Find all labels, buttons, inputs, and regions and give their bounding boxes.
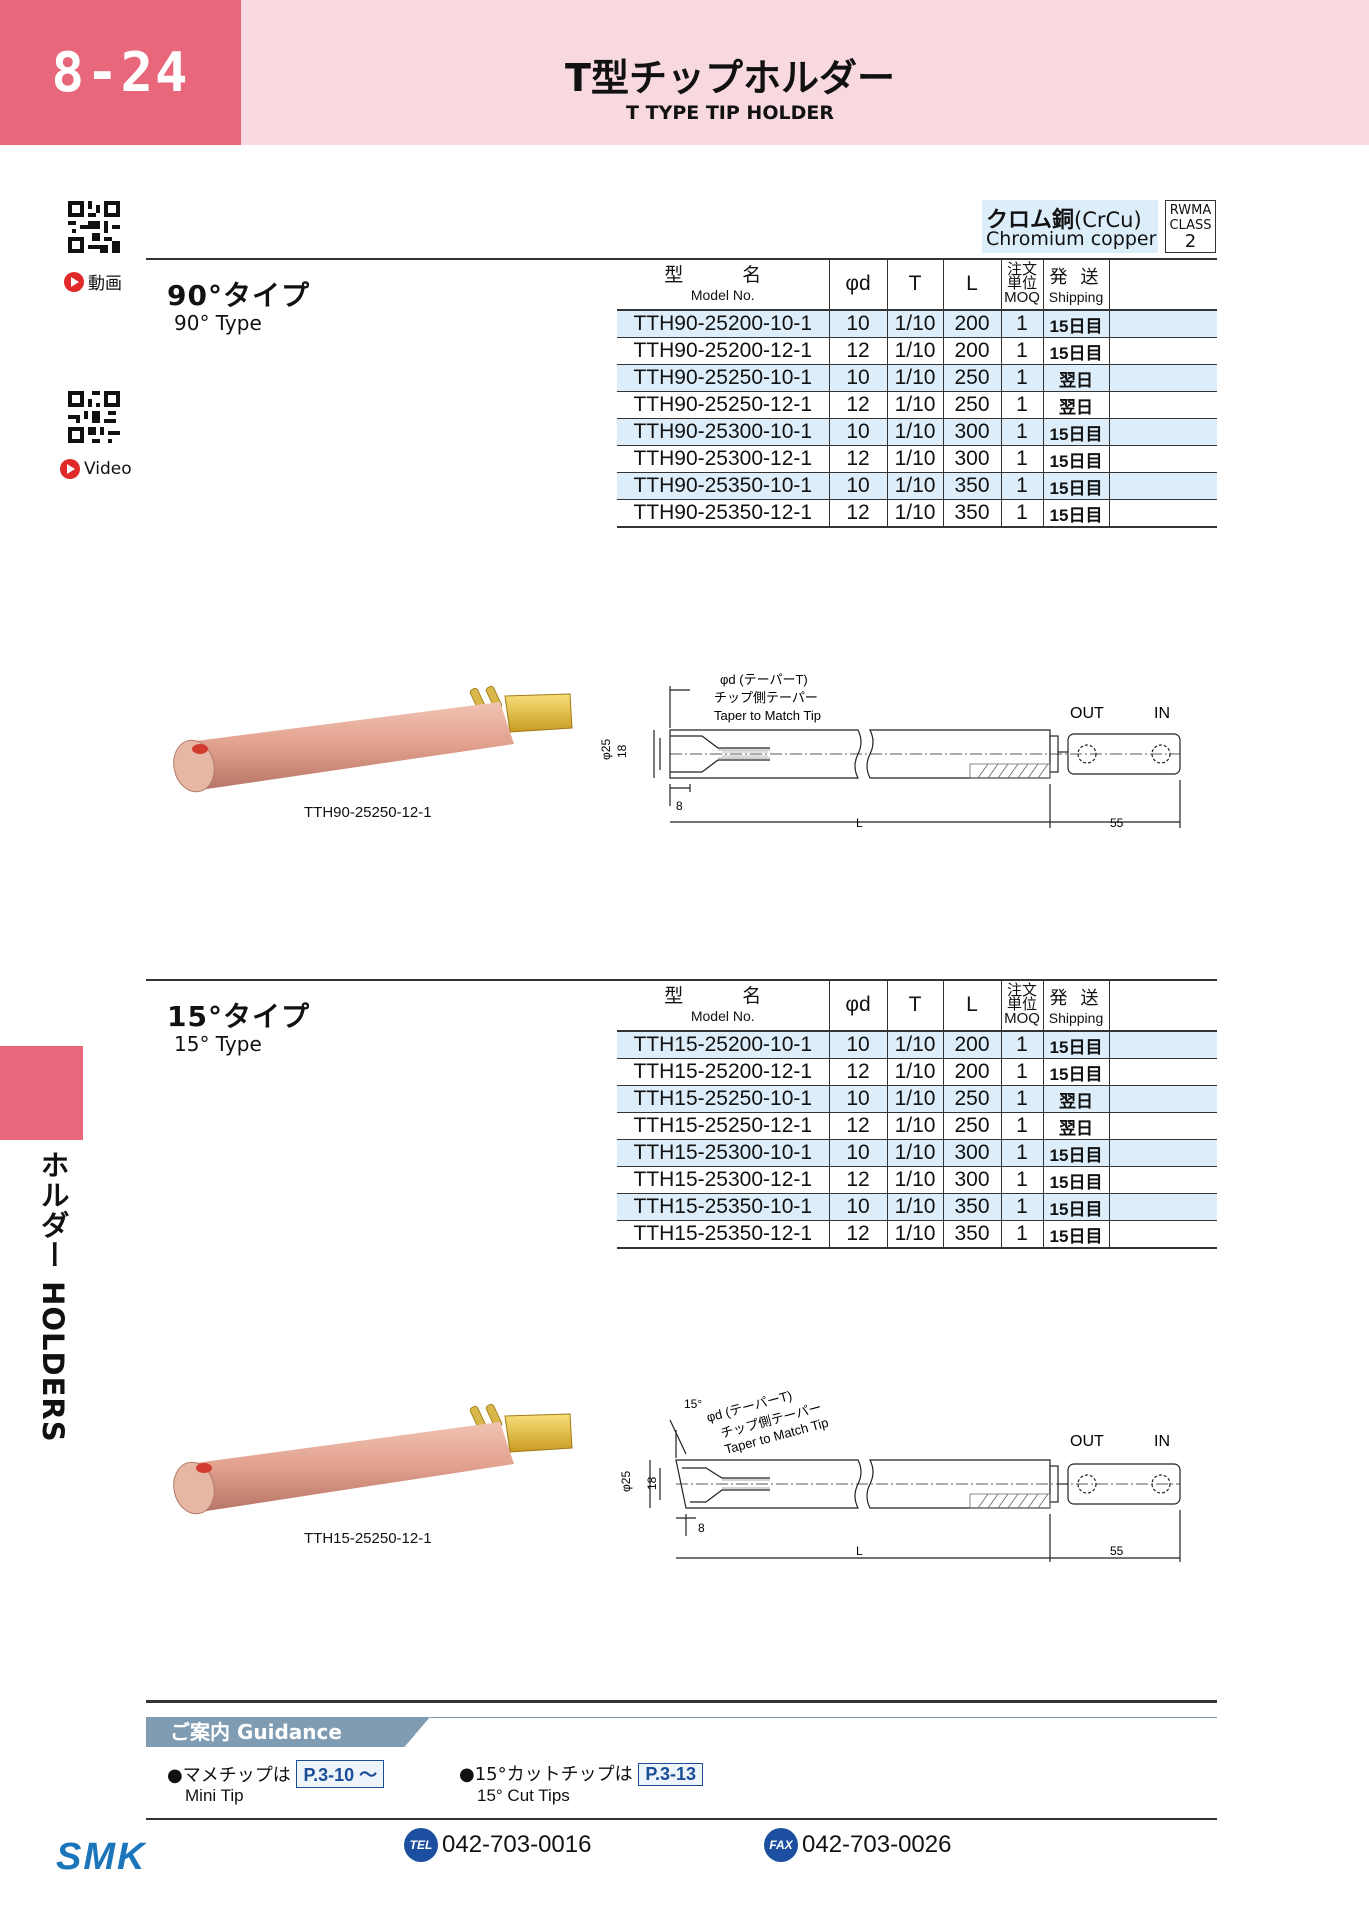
dim-l: L [856, 1544, 863, 1558]
video-link-en[interactable]: Video [60, 459, 132, 479]
page-subtitle: T TYPE TIP HOLDER [626, 102, 834, 124]
dim-l: L [856, 816, 863, 830]
guidance-line [430, 1717, 1217, 1718]
guidance-sub-mini-tip: Mini Tip [185, 1786, 244, 1805]
dim-55: 55 [1110, 1544, 1124, 1558]
side-tab [0, 1046, 83, 1140]
guidance-item-cut-tips: ●15°カットチップは P.3-13 [459, 1760, 704, 1786]
photo-caption-90: TTH90-25250-12-1 [304, 804, 432, 821]
guidance-rule [146, 1700, 1217, 1703]
page-ref-link[interactable]: P.3-10 ～ [296, 1760, 385, 1788]
video-label-jp: 動画 [88, 274, 122, 294]
material-name-en: Chromium copper [986, 228, 1157, 250]
play-icon [60, 459, 80, 479]
taper-label-en: Taper to Match Tip [714, 708, 821, 723]
out-label: OUT [1070, 1433, 1104, 1450]
play-icon [64, 271, 84, 292]
guidance-sub-cut-tips: 15° Cut Tips [477, 1786, 570, 1805]
guidance-header: ご案内 Guidance [146, 1717, 430, 1747]
dim-55: 55 [1110, 816, 1124, 830]
tel-number: 042-703-0016 [442, 1831, 592, 1858]
product-photo-90 [173, 685, 573, 793]
fax-number: 042-703-0026 [802, 1831, 952, 1858]
col-d: φd [828, 259, 887, 311]
section-title-90-en: 90° Type [174, 311, 262, 335]
section-title-15-en: 15° Type [174, 1032, 262, 1056]
taper-label-jp1: φd (テーパーT) [720, 672, 808, 687]
footer-rule [146, 1818, 1217, 1820]
col-t: T [886, 259, 943, 311]
tel-contact: TEL 042-703-0016 [404, 1828, 591, 1862]
dim-25: φ25 [599, 739, 613, 760]
rwma-class-box: RWMA CLASS 2 [1165, 200, 1216, 253]
dim-8: 8 [698, 1521, 705, 1535]
product-photo-15 [173, 1403, 573, 1515]
col-t: T [886, 980, 943, 1032]
col-l: L [942, 259, 1001, 311]
material-box [982, 200, 1158, 253]
video-label-en: Video [84, 459, 132, 479]
qr-code-icon [68, 391, 120, 443]
fax-icon: FAX [764, 1828, 798, 1862]
col-l: L [942, 980, 1001, 1032]
page-ref-link[interactable]: P.3-13 [638, 1763, 704, 1786]
qr-code-icon [68, 201, 120, 253]
qr-code-en[interactable] [68, 391, 120, 447]
taper-label-jp2: チップ側テーパー [714, 690, 818, 705]
qr-code-jp[interactable] [68, 201, 120, 257]
angle-15: 15° [684, 1397, 702, 1411]
photo-caption-15: TTH15-25250-12-1 [304, 1530, 432, 1547]
video-link-jp[interactable]: 動画 [64, 269, 122, 294]
col-blank [1108, 980, 1217, 1032]
technical-drawing-15: 15° φd (テーパーT) チップ側テーパー Taper to Match T… [619, 1390, 1181, 1562]
guidance-item-mini-tip: ●マメチップは P.3-10 ～ [167, 1760, 385, 1788]
in-label: IN [1154, 1433, 1170, 1450]
side-tab-label: ホルダー HOLDERS [36, 1150, 70, 1443]
dim-8: 8 [676, 799, 683, 813]
technical-drawing-90: φd (テーパーT) チップ側テーパー Taper to Match Tip O… [599, 672, 1181, 830]
page-number: 8-24 [0, 0, 241, 145]
dim-18: 18 [615, 744, 629, 758]
company-logo: SMK [56, 1836, 147, 1878]
dim-18: 18 [645, 1476, 659, 1490]
page-title: T型チップホルダー [565, 56, 895, 100]
fax-contact: FAX 042-703-0026 [764, 1828, 951, 1862]
material-name-jp: クロム銅(CrCu) [986, 208, 1142, 233]
in-label: IN [1154, 705, 1170, 722]
out-label: OUT [1070, 705, 1104, 722]
section-title-90-jp: 90°タイプ [167, 279, 310, 312]
section-title-15-jp: 15°タイプ [167, 1000, 310, 1033]
col-blank [1108, 259, 1217, 311]
col-d: φd [828, 980, 887, 1032]
phone-icon: TEL [404, 1828, 438, 1862]
dim-25: φ25 [619, 1471, 633, 1492]
